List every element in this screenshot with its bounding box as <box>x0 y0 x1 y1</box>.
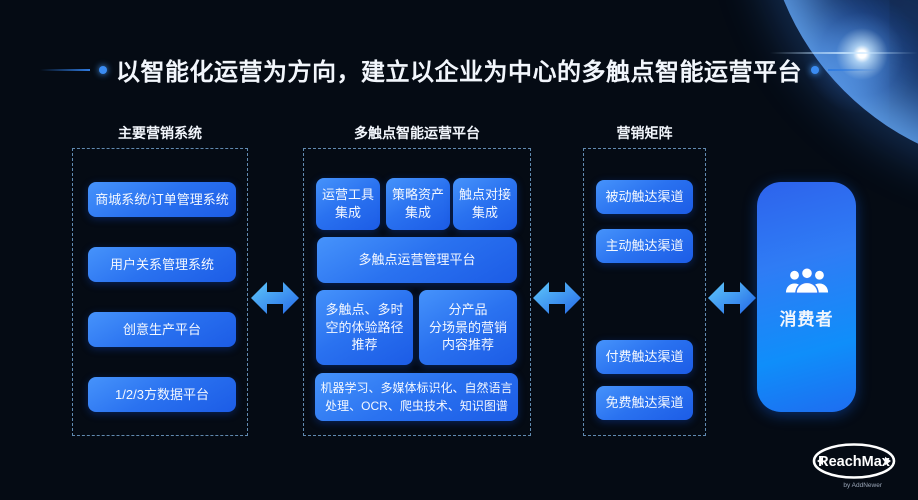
double-arrow-icon <box>251 282 299 314</box>
title-dot-left <box>99 65 107 74</box>
group-marketing-matrix <box>583 148 706 436</box>
column-header-marketing-matrix: 营销矩阵 <box>616 125 673 141</box>
box-touchpoint-management-platform: 多触点运营管理平台 <box>317 237 517 283</box>
box-touchpoint-integration: 触点对接 集成 <box>453 178 517 230</box>
logo-tagline: by AddNewer <box>843 482 882 489</box>
box-free-reach-channel: 免费触达渠道 <box>596 386 693 420</box>
box-experience-path-recommendation: 多触点、多时 空的体验路径 推荐 <box>316 290 413 365</box>
star-flare <box>802 0 918 114</box>
consumer-card: 消费者 <box>757 182 856 412</box>
double-arrow-icon <box>533 282 581 314</box>
box-crm-system: 用户关系管理系统 <box>88 247 236 282</box>
title-dot-right <box>811 65 819 74</box>
people-group-icon <box>785 266 828 295</box>
title-line-right <box>828 68 878 71</box>
group-main-marketing-systems <box>72 148 248 436</box>
title-row: 以智能化运营为方向，建立以企业为中心的多触点智能运营平台 <box>0 52 918 87</box>
box-creative-production: 创意生产平台 <box>88 312 236 347</box>
box-mall-order-system: 商城系统/订单管理系统 <box>88 182 236 217</box>
box-data-platform: 1/2/3方数据平台 <box>88 377 236 412</box>
box-active-reach-channel: 主动触达渠道 <box>596 229 693 263</box>
lens-flare-streak <box>770 52 918 54</box>
column-header-main-marketing-systems: 主要营销系统 <box>118 125 202 141</box>
logo-wordmark: ReachMax <box>818 454 890 470</box>
box-paid-reach-channel: 付费触达渠道 <box>596 340 693 374</box>
consumer-label: 消费者 <box>779 310 834 329</box>
box-passive-reach-channel: 被动触达渠道 <box>596 180 693 214</box>
group-smart-operation-platform <box>303 148 531 436</box>
double-arrow-icon <box>708 282 756 314</box>
box-content-recommendation: 分产品 分场景的营销 内容推荐 <box>419 290 517 365</box>
box-strategy-assets-integration: 策略资产 集成 <box>386 178 450 230</box>
box-operation-tools-integration: 运营工具 集成 <box>316 178 380 230</box>
column-header-smart-operation-platform: 多触点智能运营平台 <box>354 125 480 141</box>
reachmax-logo: ReachMax by AddNewer <box>812 443 896 489</box>
box-ai-technologies: 机器学习、多媒体标识化、自然语言 处理、OCR、爬虫技术、知识图谱 <box>315 373 518 421</box>
title-line-left <box>40 68 90 71</box>
page-title: 以智能化运营为方向，建立以企业为中心的多触点智能运营平台 <box>116 59 802 86</box>
